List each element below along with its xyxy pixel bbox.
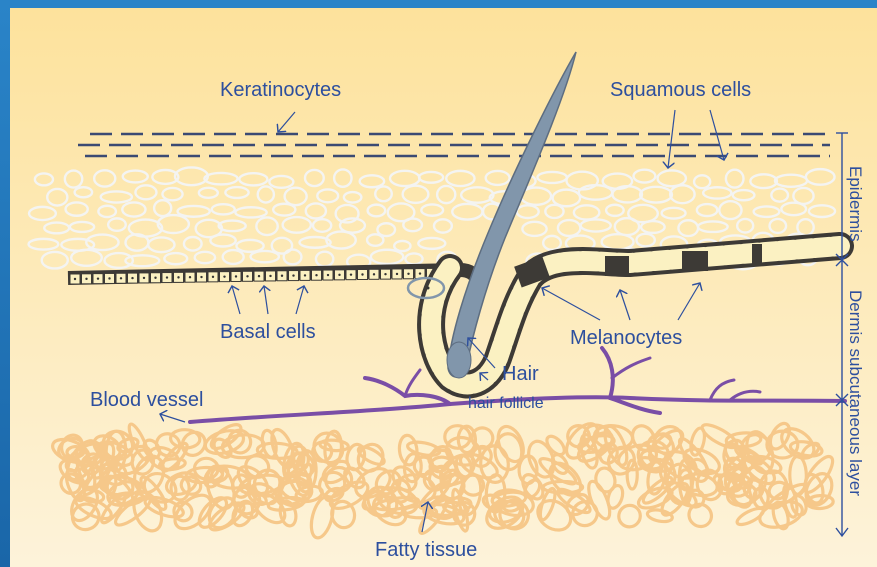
- label-dermis-subcutaneous: Dermis subcutaneous layer: [846, 290, 865, 496]
- label-hair-follicle: hair follicle: [468, 395, 544, 412]
- basal-cell-nucleus: [200, 276, 202, 278]
- hair-bulb: [447, 342, 471, 378]
- basal-cell-nucleus: [154, 277, 156, 279]
- label-fatty-tissue: Fatty tissue: [375, 539, 477, 561]
- skin-diagram: Keratinocytes Squamous cells Basal cells…: [10, 8, 877, 567]
- label-hair: Hair: [502, 363, 539, 385]
- basal-cell-nucleus: [327, 274, 329, 276]
- basal-cell-nucleus: [120, 277, 122, 279]
- basal-cell-nucleus: [246, 275, 248, 277]
- basal-cell-nucleus: [189, 276, 191, 278]
- label-basal-cells: Basal cells: [220, 321, 316, 343]
- basal-cell-nucleus: [396, 273, 398, 275]
- basal-cell-nucleus: [258, 275, 260, 277]
- basal-cell-nucleus: [281, 275, 283, 277]
- basal-cell-nucleus: [407, 273, 409, 275]
- basal-cell-nucleus: [292, 274, 294, 276]
- basal-cell-nucleus: [315, 274, 317, 276]
- basal-cell-nucleus: [85, 278, 87, 280]
- basal-cell-nucleus: [384, 273, 386, 275]
- basal-cell-nucleus: [350, 273, 352, 275]
- basal-cell-nucleus: [74, 278, 76, 280]
- basal-cell-nucleus: [166, 276, 168, 278]
- basal-cell-nucleus: [419, 272, 421, 274]
- basal-cell-nucleus: [131, 277, 133, 279]
- basal-cell-nucleus: [338, 274, 340, 276]
- basal-cell-nucleus: [373, 273, 375, 275]
- basal-cell-nucleus: [108, 277, 110, 279]
- label-blood-vessel: Blood vessel: [90, 389, 203, 411]
- label-keratinocytes: Keratinocytes: [220, 79, 341, 101]
- basal-cell-nucleus: [269, 275, 271, 277]
- label-epidermis: Epidermis: [846, 166, 865, 242]
- label-melanocytes: Melanocytes: [570, 327, 682, 349]
- basal-cell-nucleus: [212, 276, 214, 278]
- basal-cell-nucleus: [223, 275, 225, 277]
- basal-cell-nucleus: [235, 275, 237, 277]
- label-squamous-cells: Squamous cells: [610, 79, 751, 101]
- basal-cell-nucleus: [97, 277, 99, 279]
- basal-cell-nucleus: [177, 276, 179, 278]
- basal-cell-nucleus: [304, 274, 306, 276]
- loose-cell-nucleus: [427, 287, 430, 290]
- basal-cell-nucleus: [361, 273, 363, 275]
- basal-cell-nucleus: [143, 277, 145, 279]
